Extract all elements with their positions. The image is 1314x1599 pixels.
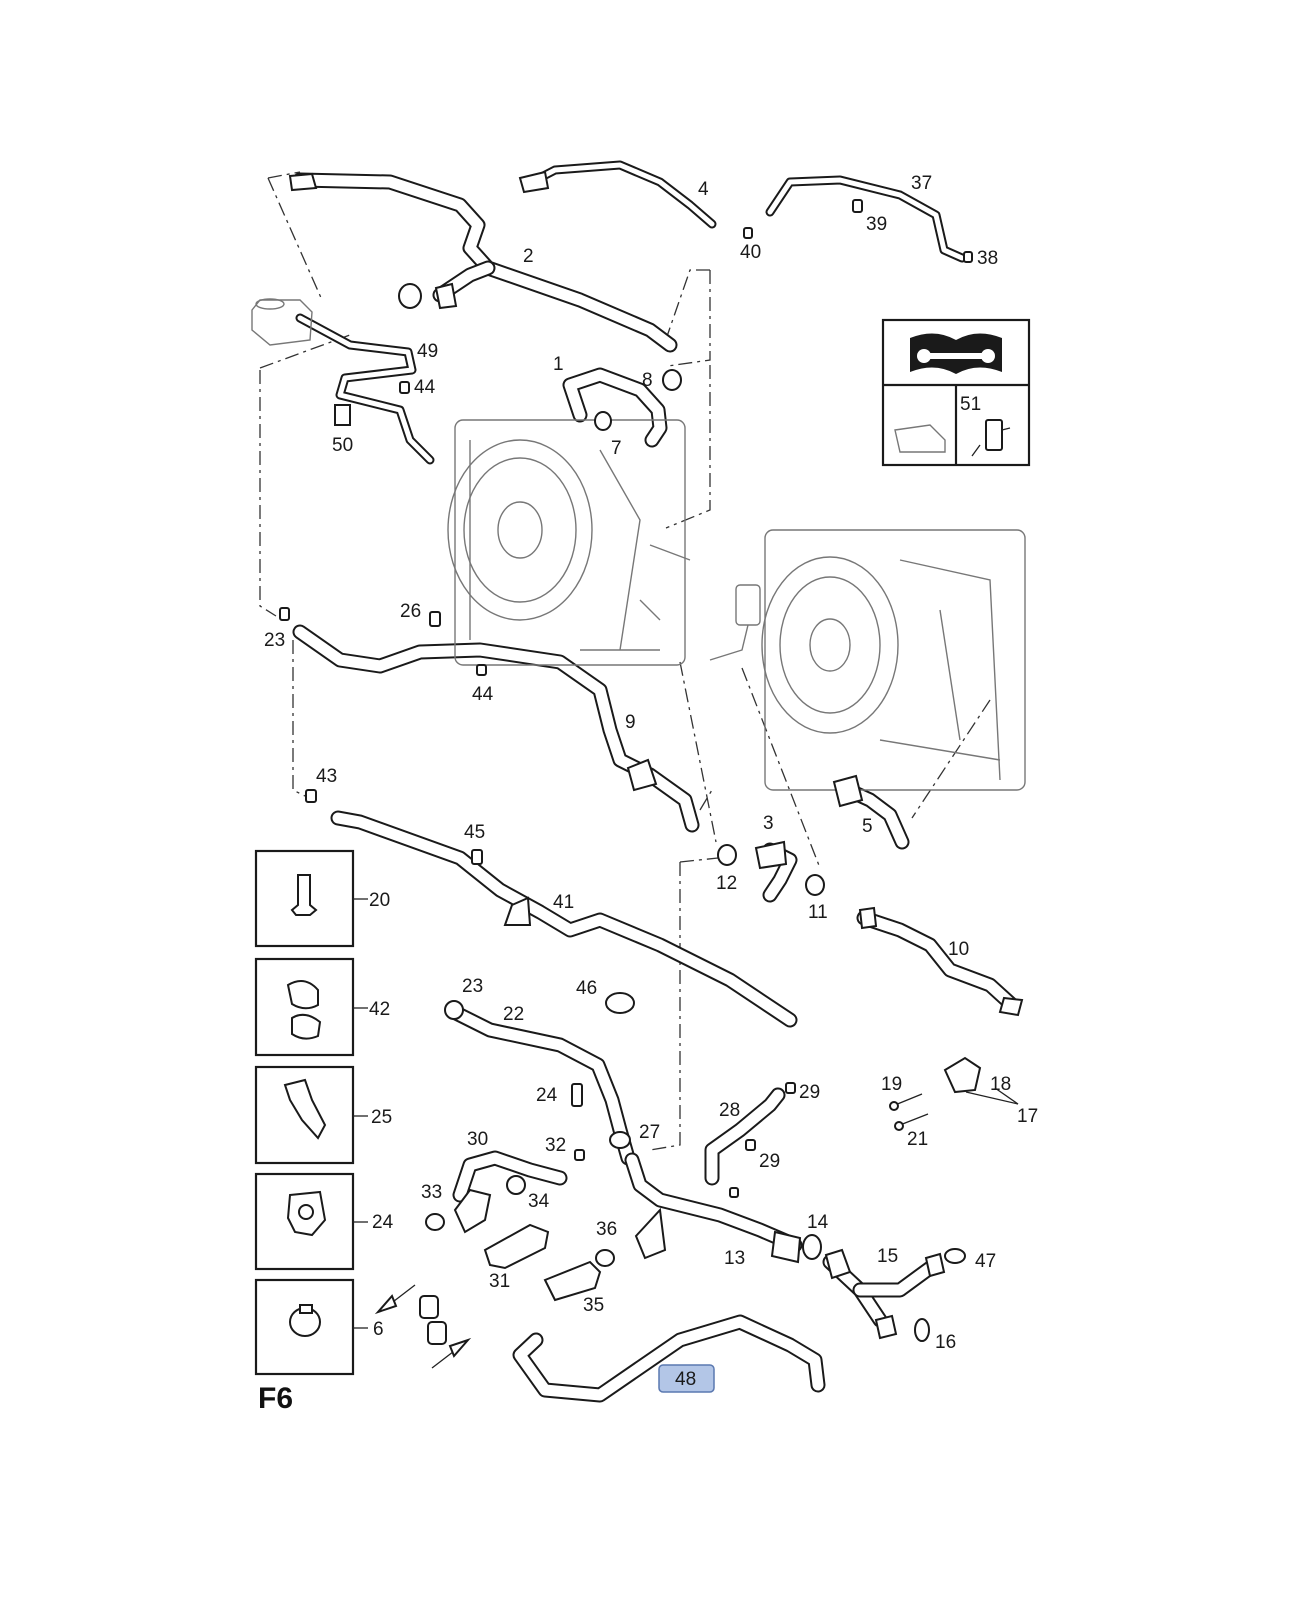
highlight-48-box[interactable]: [658, 1364, 715, 1393]
callout-labels: 1 2 3 4 5 6 7 8 9 10 11 12 13 14 15 16 1…: [264, 173, 1038, 1390]
callout-44a[interactable]: 44: [414, 377, 436, 398]
callout-1[interactable]: 1: [553, 354, 564, 375]
callout-15[interactable]: 15: [877, 1246, 898, 1267]
callout-42[interactable]: 42: [369, 999, 390, 1020]
callout-12[interactable]: 12: [716, 873, 737, 894]
callout-29b[interactable]: 29: [759, 1151, 780, 1172]
leader-lines: [965, 1087, 1019, 1105]
callout-25[interactable]: 25: [371, 1107, 392, 1128]
callout-47[interactable]: 47: [975, 1251, 996, 1272]
callout-38[interactable]: 38: [977, 248, 998, 269]
small-parts: [251, 170, 1024, 1369]
callout-10[interactable]: 10: [948, 939, 969, 960]
callout-46[interactable]: 46: [576, 978, 597, 999]
callout-19[interactable]: 19: [881, 1074, 902, 1095]
callout-14[interactable]: 14: [807, 1212, 829, 1233]
callout-7[interactable]: 7: [611, 438, 622, 459]
inset-box-24: [254, 1172, 368, 1271]
callout-23a[interactable]: 23: [264, 630, 285, 651]
callout-18[interactable]: 18: [990, 1074, 1011, 1095]
callout-26[interactable]: 26: [400, 601, 421, 622]
callout-16[interactable]: 16: [935, 1332, 956, 1353]
callout-36[interactable]: 36: [596, 1219, 617, 1240]
callout-23b[interactable]: 23: [462, 976, 483, 997]
callout-9[interactable]: 9: [625, 712, 636, 733]
callout-30[interactable]: 30: [467, 1129, 488, 1150]
callout-49[interactable]: 49: [417, 341, 438, 362]
callout-8[interactable]: 8: [642, 370, 653, 391]
callout-3[interactable]: 3: [763, 813, 774, 834]
callout-24b[interactable]: 24: [372, 1212, 394, 1233]
inset-box-6: [254, 1278, 368, 1376]
oil-can-icon: [894, 424, 946, 453]
callout-40[interactable]: 40: [740, 242, 761, 263]
callout-51[interactable]: 51: [960, 394, 981, 415]
callout-11[interactable]: 11: [808, 902, 828, 923]
inset-box-42: [254, 957, 368, 1057]
sensor-part-51-icon: [971, 419, 1011, 457]
callout-34[interactable]: 34: [528, 1191, 550, 1212]
service-info-box: [881, 318, 1031, 467]
callout-17[interactable]: 17: [1017, 1106, 1038, 1127]
callout-37[interactable]: 37: [911, 173, 932, 194]
callout-13[interactable]: 13: [724, 1248, 745, 1269]
inset-box-20: [254, 849, 368, 948]
callout-45[interactable]: 45: [464, 822, 485, 843]
callout-4[interactable]: 4: [698, 179, 709, 200]
callout-24a[interactable]: 24: [536, 1085, 558, 1106]
assembly-dash-lines: [259, 171, 991, 1151]
repair-manual-icon: [910, 333, 1002, 374]
callout-28[interactable]: 28: [719, 1100, 740, 1121]
callout-5[interactable]: 5: [862, 816, 873, 837]
figure-label: F6: [258, 1382, 293, 1415]
callout-43[interactable]: 43: [316, 766, 337, 787]
callout-29a[interactable]: 29: [799, 1082, 820, 1103]
callout-39[interactable]: 39: [866, 214, 887, 235]
callout-50[interactable]: 50: [332, 435, 353, 456]
inset-boxes: [254, 849, 368, 1376]
callout-35[interactable]: 35: [583, 1295, 604, 1316]
radiator-assembly-left: [447, 419, 691, 666]
callout-32[interactable]: 32: [545, 1135, 566, 1156]
radiator-assembly-right: [709, 529, 1026, 791]
callout-33[interactable]: 33: [421, 1182, 442, 1203]
callout-27[interactable]: 27: [639, 1122, 660, 1143]
callout-44b[interactable]: 44: [472, 684, 494, 705]
callout-41[interactable]: 41: [553, 892, 574, 913]
callout-48[interactable]: 48: [675, 1369, 696, 1390]
callout-20[interactable]: 20: [369, 890, 390, 911]
callout-6[interactable]: 6: [373, 1319, 384, 1340]
callout-31[interactable]: 31: [489, 1271, 510, 1292]
callout-22[interactable]: 22: [503, 1004, 524, 1025]
callout-2[interactable]: 2: [523, 246, 534, 267]
inset-box-25: [254, 1065, 368, 1165]
callout-21[interactable]: 21: [907, 1129, 928, 1150]
